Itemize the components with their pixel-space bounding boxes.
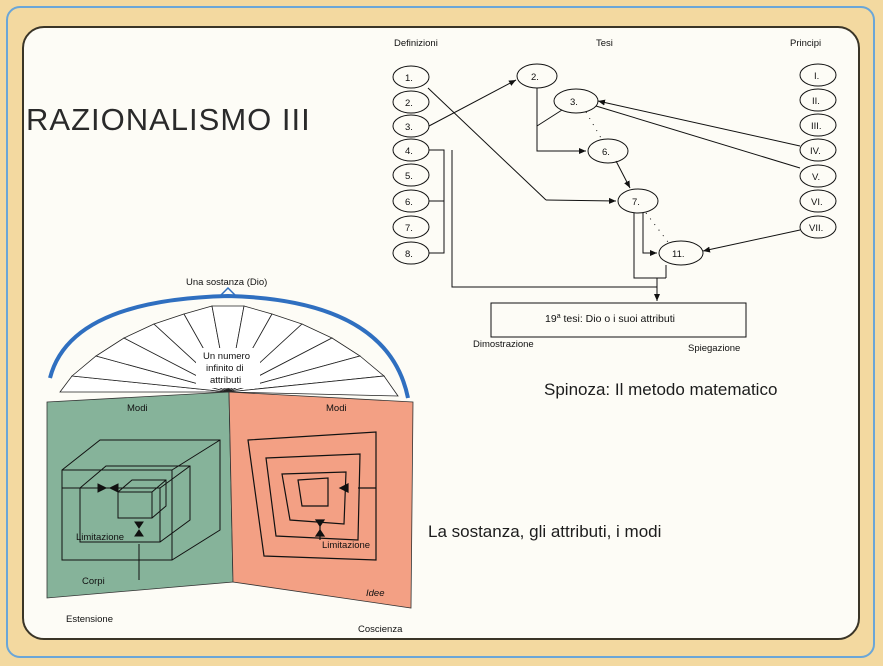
principle-node: IV. <box>810 146 821 157</box>
left-modi: Modi <box>127 403 148 414</box>
slide-title: RAZIONALISMO III <box>26 102 311 137</box>
attr-line-3: attributi <box>210 375 241 386</box>
attr-line-1: Un numero <box>203 351 250 362</box>
principle-node: V. <box>812 172 820 183</box>
outer-frame <box>6 6 875 658</box>
definition-nodes: 1. 2. 3. 4. 5. 6. 7. 8. <box>392 65 430 265</box>
thesis-nodes: 2. 3. 6. 7. 11. <box>516 63 704 266</box>
result-text: 19a tesi: Dio o i suoi attributi <box>545 313 675 325</box>
thesis-node: 3. <box>570 97 578 108</box>
right-limit: Limitazione <box>322 540 370 551</box>
arc-brace <box>219 286 237 297</box>
label-dimostrazione: Dimostrazione <box>473 339 534 350</box>
attr-line-2: infinito di <box>206 363 244 374</box>
substance-arc <box>48 293 410 399</box>
definition-node: 4. <box>405 146 413 157</box>
thesis-node: 2. <box>531 72 539 83</box>
label-spiegazione: Spiegazione <box>688 343 740 354</box>
left-panel <box>46 391 234 599</box>
attribute-label-bg <box>196 348 260 388</box>
right-modi: Modi <box>326 403 347 414</box>
result-superscript: a <box>557 313 561 320</box>
caption-substance: La sostanza, gli attributi, i modi <box>428 522 662 541</box>
corpi-label: Corpi <box>82 576 105 587</box>
idee-label: Idee <box>366 588 385 599</box>
principle-node: VI. <box>811 197 823 208</box>
thesis-node: 7. <box>632 197 640 208</box>
thesis-node: 11. <box>672 249 685 260</box>
result-box <box>490 302 747 338</box>
principle-node: VII. <box>809 223 823 234</box>
flow-connectors <box>427 79 801 301</box>
definition-node: 6. <box>405 197 413 208</box>
definition-node: 7. <box>405 223 413 234</box>
substance-figure: Una sostanza (Dio) Un numero infinito di… <box>46 277 414 635</box>
thesis-node: 6. <box>602 147 610 158</box>
definition-node: 5. <box>405 171 413 182</box>
left-limit: Limitazione <box>76 532 124 543</box>
nested-cubes <box>61 439 221 580</box>
definition-node: 2. <box>405 98 413 109</box>
flow-diagram: Definizioni Tesi Principi 1. 2. 3. 4. 5.… <box>392 38 837 354</box>
col-tesi: Tesi <box>596 38 613 49</box>
right-panel <box>228 391 414 609</box>
principle-nodes: I. II. III. IV. V. VI. VII. <box>799 63 837 239</box>
principle-node: II. <box>812 96 820 107</box>
principle-node: III. <box>811 121 822 132</box>
nested-squares <box>247 431 377 561</box>
coscienza-label: Coscienza <box>358 624 403 635</box>
col-principi: Principi <box>790 38 821 49</box>
estensione-label: Estensione <box>66 614 113 625</box>
definition-node: 3. <box>405 122 413 133</box>
principle-node: I. <box>814 71 819 82</box>
result-number: 19 <box>545 313 557 325</box>
definition-node: 8. <box>405 249 413 260</box>
definition-node: 1. <box>405 73 413 84</box>
top-label: Una sostanza (Dio) <box>186 277 267 288</box>
caption-method: Spinoza: Il metodo matematico <box>544 380 778 399</box>
col-definizioni: Definizioni <box>394 38 438 49</box>
result-label: tesi: Dio o i suoi attributi <box>561 313 675 325</box>
